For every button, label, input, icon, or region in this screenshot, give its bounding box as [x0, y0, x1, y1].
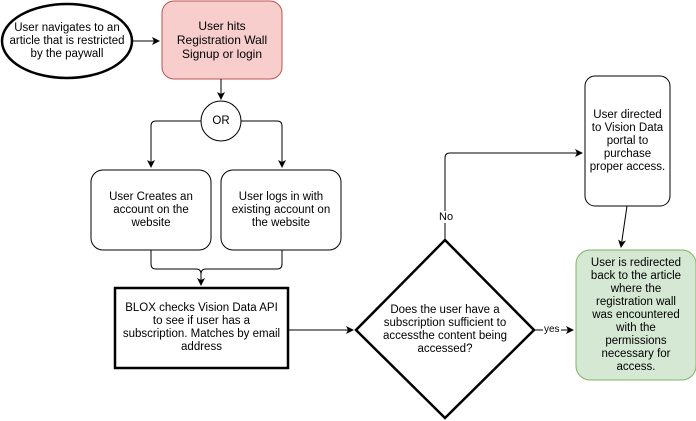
edge-or-to-login [241, 120, 286, 168]
edge-or-to-create [147, 120, 201, 168]
registration-wall-text: User hits Registration Wall Signup or lo… [176, 19, 268, 61]
login-box [220, 169, 342, 251]
edge-login-to-blox [200, 250, 283, 275]
edge-portal-to-redirect [618, 205, 628, 248]
decision-text: Does the user have a subscription suffic… [382, 304, 508, 355]
vision-portal-box [584, 75, 671, 207]
create-account-text: User Creates an account on the website [109, 190, 193, 229]
blox-check-text: BLOX checks Vision Data API to see if us… [122, 302, 281, 353]
redirect-text: User is redirected back to the article w… [590, 256, 682, 373]
edge-label-yes: yes [543, 324, 561, 336]
edge-create-to-blox [150, 250, 205, 286]
decision-diamond [354, 238, 536, 420]
edge-decision-no [444, 149, 583, 240]
start-node-text: User navigates to an article that is res… [9, 21, 125, 60]
or-text: OR [212, 114, 230, 127]
blox-check-box [113, 286, 290, 370]
login-text: User logs in with existing account on th… [231, 190, 331, 229]
edge-label-no: No [438, 211, 455, 223]
redirect-box [575, 249, 696, 381]
vision-portal-text: User directed to Vision Data portal to p… [589, 108, 666, 173]
registration-wall-box [161, 0, 283, 80]
